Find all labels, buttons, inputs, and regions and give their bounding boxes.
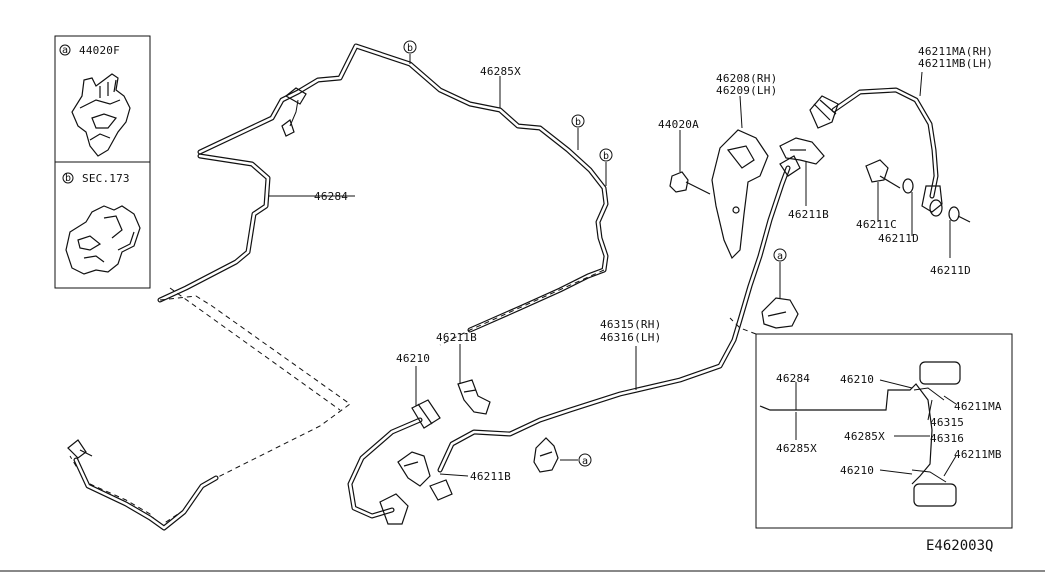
inset-wheel-top-icon [919, 361, 961, 385]
bracket-46208-46209-icon [711, 129, 769, 260]
label-46208: 46208(RH) [716, 72, 777, 85]
leader-lines [268, 54, 951, 477]
marker-b3: b [603, 151, 609, 162]
inset-frame [755, 333, 1013, 529]
marker-b2: b [575, 117, 581, 128]
legend-b-marker: b [65, 173, 71, 184]
label-46211mb: 46211MB(LH) [918, 57, 993, 70]
inset-label-46316: 46316 [930, 432, 964, 445]
label-46285x: 46285X [480, 65, 521, 78]
label-46316: 46316(LH) [600, 331, 661, 344]
label-46211b-low: 46211B [470, 470, 511, 483]
bolt-44020a-icon [669, 171, 711, 195]
marker-a-mid: a [777, 251, 783, 262]
legend-b-part-number: SEC.173 [82, 172, 130, 185]
tube-connector [284, 87, 307, 105]
label-46211b-mid: 46211B [436, 331, 477, 344]
inset-label-46285x: 46285X [776, 442, 817, 455]
label-46211b-top: 46211B [788, 208, 829, 221]
washer-46211d-icon [902, 178, 971, 223]
tube-top-fitting [779, 155, 801, 177]
clip-sec173-icon [65, 205, 141, 275]
brake-tube-46285x [197, 43, 609, 333]
diagram-id: E462003Q [926, 538, 993, 554]
hose-end-fitting [809, 95, 839, 129]
inset-label-46210-bottom: 46210 [840, 464, 874, 477]
legend-a-part-number: 44020F [79, 44, 120, 57]
part-labels: 46285X 46284 46208(RH) 46209(LH) 44020A … [314, 45, 993, 483]
marker-a-low-circle [578, 453, 592, 467]
hidden-tube-segment [439, 269, 605, 346]
clip-46211b-low-icon [397, 451, 431, 487]
inset-label-46210-top: 46210 [840, 373, 874, 386]
inset-label-46211mb: 46211MB [954, 448, 1002, 461]
inset-wheel-bottom-icon [913, 483, 957, 507]
inset-vehicle-overview: 46284 46285X 46210 46211MA 46315 46285X … [729, 317, 1013, 529]
brake-tube-46315-46316 [437, 165, 791, 473]
hose-fitting-lower [379, 493, 409, 525]
hose-nut [429, 479, 453, 501]
legend-panel: a 44020F b SEC.173 [54, 35, 151, 289]
label-46209: 46209(LH) [716, 84, 777, 97]
marker-b1-circle [403, 40, 417, 54]
label-44020a: 44020A [658, 118, 699, 131]
label-46211ma: 46211MA(RH) [918, 45, 993, 58]
inset-label-46284: 46284 [776, 372, 810, 385]
hose-fitting-upper [411, 399, 441, 429]
reference-markers: b b b a a [403, 40, 787, 467]
label-46315: 46315(RH) [600, 318, 661, 331]
clip-44020f-icon [71, 73, 131, 157]
label-46211d-1: 46211D [878, 232, 919, 245]
marker-b3-circle [599, 148, 613, 162]
clip-46211b-top-icon [779, 137, 825, 165]
bracket-a-lower-icon [533, 437, 559, 473]
bracket-a-upper-icon [761, 297, 799, 329]
clip-46211b-mid-icon [457, 379, 491, 415]
brake-hose-46211ma-mb [809, 87, 943, 213]
marker-a-mid-circle [773, 248, 787, 262]
label-46211d-2: 46211D [930, 264, 971, 277]
legend-b-marker-circle [62, 172, 74, 184]
brake-tube-46284 [67, 153, 351, 531]
tube-clip [281, 119, 295, 137]
tube-end-fitting [67, 439, 93, 459]
label-46284: 46284 [314, 190, 348, 203]
marker-b2-circle [571, 114, 585, 128]
inset-label-46285x-mid: 46285X [844, 430, 885, 443]
marker-b1: b [407, 43, 413, 54]
legend-a-marker: a [62, 45, 68, 56]
hose-banjo [921, 185, 943, 213]
inset-label-46315: 46315 [930, 416, 964, 429]
legend-a-marker-circle [59, 44, 71, 56]
marker-a-low: a [582, 456, 588, 467]
label-46210: 46210 [396, 352, 430, 365]
bolt-46211c-icon [865, 159, 901, 189]
inset-label-46211ma: 46211MA [954, 400, 1002, 413]
inset-pointer [729, 317, 757, 335]
brake-hose-46210 [347, 399, 453, 525]
label-46211c: 46211C [856, 218, 897, 231]
